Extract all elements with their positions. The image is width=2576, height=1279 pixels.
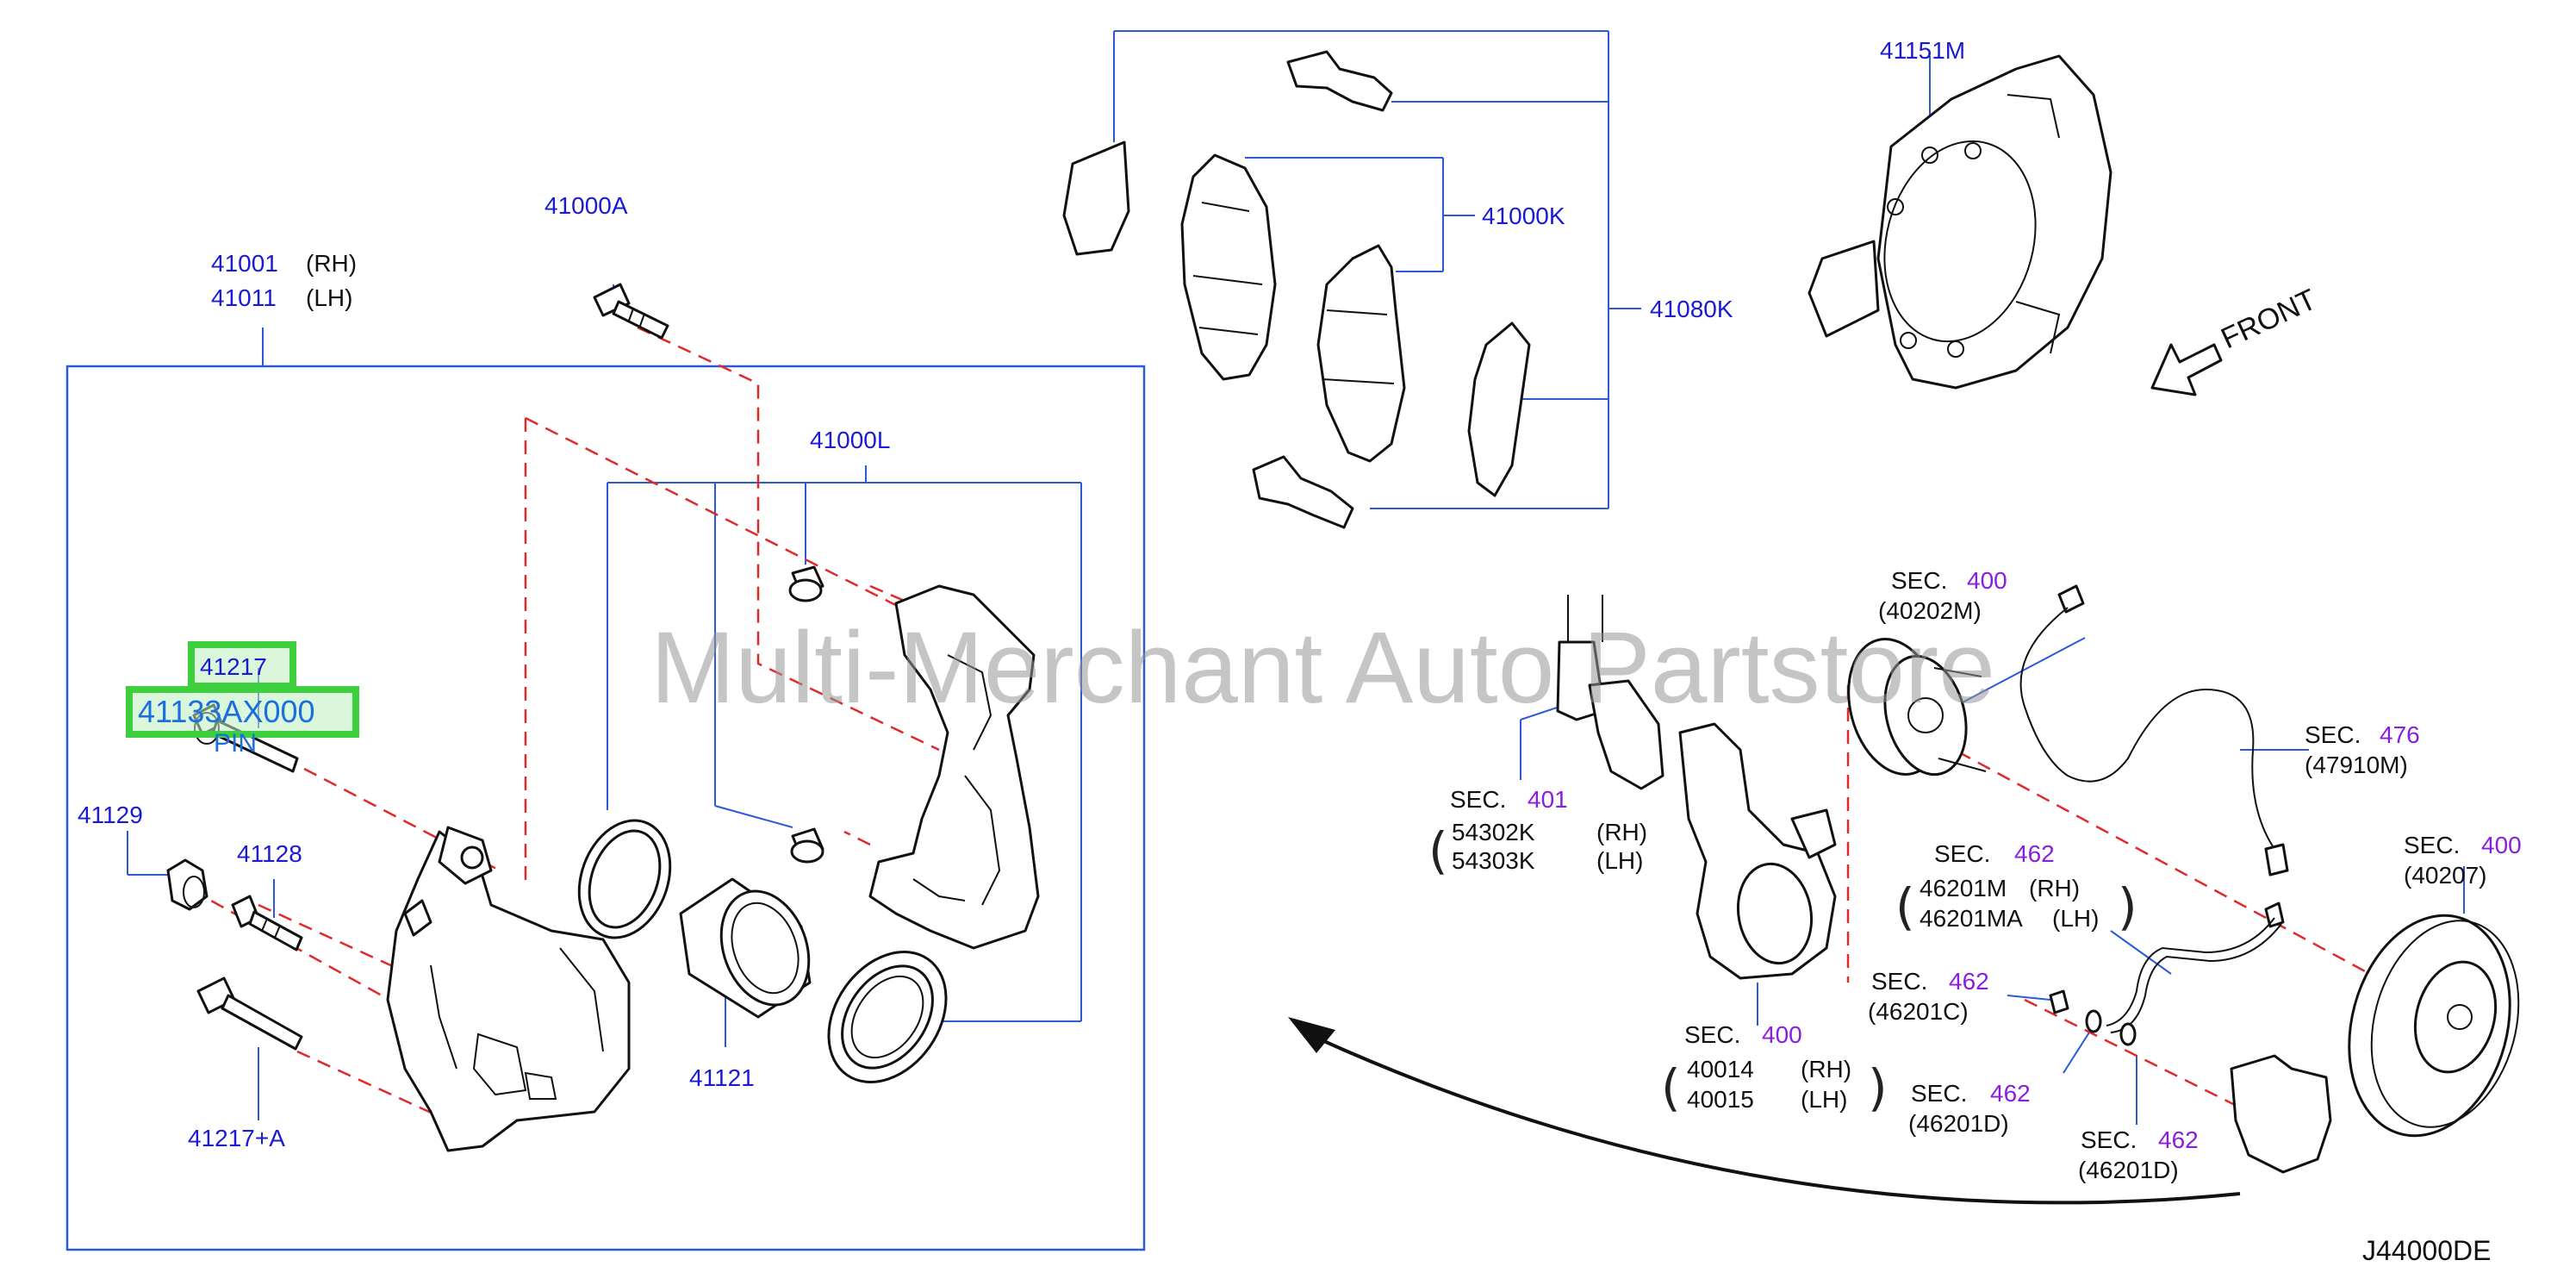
label-41011-side: (LH) <box>306 284 352 311</box>
abs-sensor <box>2019 584 2289 877</box>
assembly-dashed-lines <box>171 326 2379 1122</box>
bracket-right: ) <box>1868 1058 1888 1117</box>
sec-number[interactable]: 401 <box>1528 786 1568 813</box>
assembled-caliper-small <box>2230 1054 2332 1174</box>
torque-member <box>868 584 1040 950</box>
sec-label: SEC. <box>1450 786 1506 813</box>
brake-pad-outer <box>1180 153 1277 381</box>
sec-side: (RH) <box>2029 875 2080 902</box>
front-arrow <box>2150 343 2223 396</box>
pad-clip-bottom <box>1252 455 1354 529</box>
highlight-41133AX000[interactable] <box>126 686 359 738</box>
bracket-left: ( <box>1661 1058 1681 1117</box>
label-41129[interactable]: 41129 <box>78 802 143 828</box>
main-caliper-box <box>65 328 1146 1251</box>
sec-label: SEC. <box>1871 968 1927 995</box>
sec-number[interactable]: 462 <box>2014 840 2055 867</box>
sec-part: (40202M) <box>1878 597 1982 624</box>
box-41000L <box>607 465 1082 1022</box>
sec-part: 46201MA <box>1920 905 2023 932</box>
sec-number[interactable]: 400 <box>2481 832 2522 858</box>
strut <box>1556 595 1664 790</box>
sec-part: (46201D) <box>1908 1110 2009 1137</box>
brake-rotor <box>2348 914 2520 1138</box>
diagram-code: J44000DE <box>2362 1235 2491 1266</box>
label-41128[interactable]: 41128 <box>237 840 302 867</box>
sec-side: (RH) <box>1801 1056 1851 1082</box>
sec-label: SEC. <box>1891 567 1947 594</box>
wheel-hub <box>1847 638 1987 777</box>
label-41011[interactable]: 41011 <box>211 284 277 311</box>
sec-label: SEC. <box>2404 832 2460 858</box>
piston-41121 <box>679 877 812 1019</box>
label-41151M[interactable]: 41151M <box>1880 37 1965 64</box>
bolt-41000A <box>593 283 669 340</box>
label-pin: PIN <box>214 729 257 758</box>
label-41133AX000[interactable]: 41133AX000 <box>138 694 315 729</box>
label-41000K[interactable]: 41000K <box>1482 203 1565 229</box>
pad-clip-top <box>1286 50 1393 112</box>
shim-right <box>1467 321 1531 497</box>
labels: 41001 (RH) 41011 (LH) 41000A 41000L 4121… <box>78 37 2522 1266</box>
sec-part: (40207) <box>2404 862 2487 889</box>
steering-knuckle <box>1678 722 1837 980</box>
front-label: FRONT <box>2216 283 2321 355</box>
sec-number[interactable]: 400 <box>1967 567 2007 594</box>
shim-left <box>1062 140 1130 256</box>
label-41001[interactable]: 41001 <box>211 250 278 277</box>
bracket-left: ( <box>1895 877 1915 936</box>
sec-label: SEC. <box>2305 721 2361 748</box>
sec-part: 46201M <box>1920 875 2007 902</box>
pin-41128 <box>231 895 303 951</box>
label-41000L[interactable]: 41000L <box>810 427 890 453</box>
brake-hose <box>2049 902 2285 1046</box>
box-41080K <box>1113 30 1641 509</box>
dust-boot-ring <box>827 951 948 1083</box>
label-41121[interactable]: 41121 <box>689 1064 755 1091</box>
sec-number[interactable]: 476 <box>2380 721 2420 748</box>
bushing-bottom <box>790 827 824 864</box>
bushing-top <box>788 565 824 602</box>
sec-part: (46201D) <box>2078 1157 2179 1183</box>
sec-label: SEC. <box>2081 1126 2137 1153</box>
label-41217A[interactable]: 41217+A <box>188 1125 285 1151</box>
label-41217[interactable]: 41217 <box>200 653 267 680</box>
splash-guard-41151M <box>1808 54 2112 390</box>
sec-side: (LH) <box>1801 1086 1847 1113</box>
sec-part: (46201C) <box>1868 998 1969 1025</box>
sec-number[interactable]: 400 <box>1762 1021 1802 1048</box>
sec-part: 40015 <box>1687 1086 1754 1113</box>
label-41000A[interactable]: 41000A <box>544 192 628 219</box>
sec-side: (LH) <box>1596 847 1643 874</box>
sec-part: (47910M) <box>2305 752 2408 778</box>
boot-41129 <box>166 858 208 911</box>
sec-number[interactable]: 462 <box>1990 1080 2031 1107</box>
sec-side: (LH) <box>2052 905 2099 932</box>
box-41000K <box>1245 157 1475 272</box>
piston-seal-ring <box>577 819 672 939</box>
sec-number[interactable]: 462 <box>1949 968 1989 995</box>
brake-pad-inner <box>1316 244 1406 463</box>
bracket-left: ( <box>1428 821 1448 880</box>
sec-label: SEC. <box>1911 1080 1967 1107</box>
bracket-right: ) <box>2118 877 2137 936</box>
caliper-body-41001 <box>386 826 631 1152</box>
sec-part: 40014 <box>1687 1056 1754 1082</box>
watermark: Multi-Merchant Auto Partstore <box>650 611 1995 725</box>
sec-part: 54303K <box>1452 847 1535 874</box>
sec-label: SEC. <box>1684 1021 1740 1048</box>
sec-side: (RH) <box>1596 819 1647 845</box>
sec-number[interactable]: 462 <box>2158 1126 2199 1153</box>
sec-part: 54302K <box>1452 819 1535 845</box>
label-41080K[interactable]: 41080K <box>1650 296 1733 322</box>
pin-41217A <box>196 976 303 1051</box>
curved-arrow <box>1288 1017 2241 1205</box>
sec-label: SEC. <box>1934 840 1990 867</box>
label-41001-side: (RH) <box>306 250 357 277</box>
